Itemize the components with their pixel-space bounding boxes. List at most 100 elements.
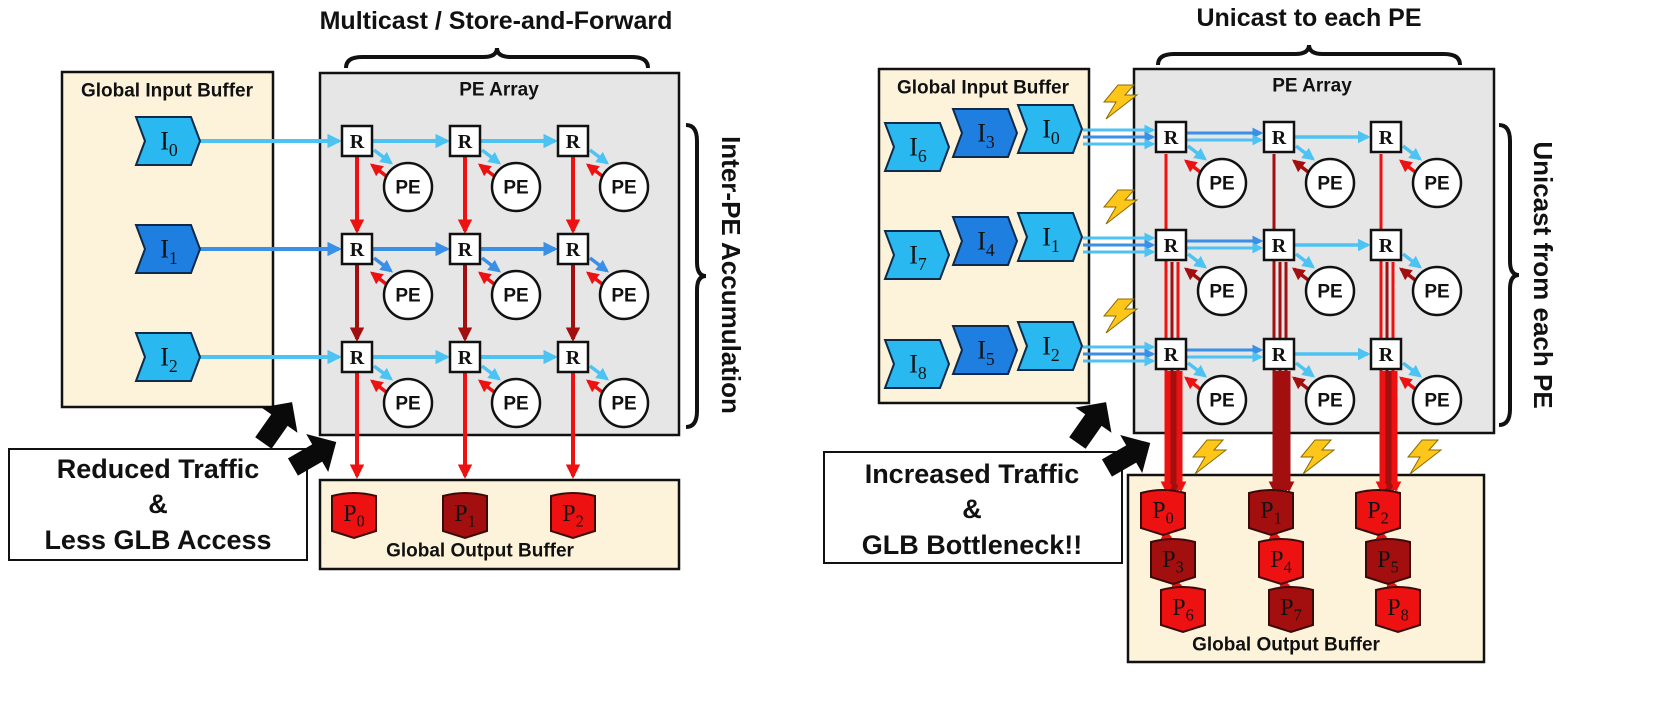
left-input-2-label: I2 bbox=[160, 343, 178, 376]
right-input-0-1-label-subscript: 3 bbox=[986, 132, 995, 152]
right-out-link-1-1 bbox=[1279, 578, 1292, 589]
left-output-1-label: P1 bbox=[454, 501, 476, 531]
left-input-1-label-subscript: 1 bbox=[169, 248, 178, 268]
right-input-buffer-label: Global Input Buffer bbox=[897, 78, 1070, 99]
left-output-1 bbox=[442, 492, 488, 540]
right-output-0-1 bbox=[1248, 489, 1294, 537]
left-pe-1-2-label: PE bbox=[611, 286, 636, 307]
left-input-1-label: I1 bbox=[160, 235, 178, 268]
right-pe-array-label: PE Array bbox=[1272, 76, 1352, 97]
right-output-0-1-label-subscript: 1 bbox=[1274, 509, 1282, 528]
right-output-0-0-label-letter: P bbox=[1152, 498, 1165, 524]
right-top-brace bbox=[1156, 44, 1462, 66]
right-output-2-2-label-subscript: 8 bbox=[1401, 606, 1409, 625]
left-output-0 bbox=[331, 492, 377, 540]
right-router-0-0-label: R bbox=[1164, 127, 1179, 149]
right-router-2-1-label: R bbox=[1272, 344, 1287, 366]
left-note-line-1: & bbox=[148, 489, 168, 519]
right-output-0-1-label: P1 bbox=[1260, 498, 1282, 528]
right-note-line-0: Increased Traffic bbox=[865, 459, 1080, 489]
right-deliver-0-2 bbox=[1401, 144, 1423, 161]
left-router-2-0-label: R bbox=[350, 347, 365, 369]
right-input-1-2-label-letter: I bbox=[1042, 223, 1051, 252]
left-input-0-label-subscript: 0 bbox=[169, 140, 178, 160]
right-input-0-2-label: I0 bbox=[1042, 115, 1060, 148]
left-title: Multicast / Store-and-Forward bbox=[320, 7, 673, 35]
left-pe-1-1-label: PE bbox=[503, 286, 528, 307]
left-pe-1-2 bbox=[598, 269, 650, 321]
right-output-1-0-label: P3 bbox=[1162, 547, 1184, 577]
right-output-1-0-label-letter: P bbox=[1162, 547, 1175, 573]
right-input-2-0-label-letter: I bbox=[909, 350, 918, 379]
right-deliver-1-0 bbox=[1186, 252, 1208, 269]
left-pe-2-2-label: PE bbox=[611, 394, 636, 415]
left-router-2-0 bbox=[340, 340, 374, 374]
right-pe-1-1-label: PE bbox=[1317, 282, 1342, 303]
left-router-0-2-label: R bbox=[566, 131, 581, 153]
right-output-2-2-label-letter: P bbox=[1387, 595, 1400, 621]
right-input-0-0-label-letter: I bbox=[909, 133, 918, 162]
right-output-1-2-label-letter: P bbox=[1377, 547, 1390, 573]
left-top-brace bbox=[344, 47, 650, 69]
right-input-2-1-label: I5 bbox=[977, 336, 995, 369]
left-deliver-1-1 bbox=[480, 256, 502, 273]
right-note-arrow-up bbox=[1069, 402, 1112, 449]
right-deliver-0-0 bbox=[1186, 144, 1208, 161]
right-deliver-1-1 bbox=[1294, 252, 1316, 269]
left-output-2 bbox=[550, 492, 596, 540]
left-deliver-2-0 bbox=[372, 364, 394, 381]
right-input-0-0-label: I6 bbox=[909, 133, 927, 166]
left-deliver-0-1 bbox=[480, 148, 502, 165]
right-input-2-0-label-subscript: 8 bbox=[918, 363, 927, 383]
left-input-2-label-letter: I bbox=[160, 343, 169, 372]
right-router-1-1-label: R bbox=[1272, 235, 1287, 257]
right-router-2-0 bbox=[1154, 337, 1188, 371]
right-router-2-0-label: R bbox=[1164, 344, 1179, 366]
right-input-0-1-label-letter: I bbox=[977, 119, 986, 148]
left-pe-2-0-label: PE bbox=[395, 394, 420, 415]
right-deliver-2-2 bbox=[1401, 361, 1423, 378]
right-output-2-2-label: P8 bbox=[1387, 595, 1409, 625]
left-input-0-label-letter: I bbox=[160, 127, 169, 156]
right-pe-2-0 bbox=[1196, 374, 1248, 426]
left-input-buffer-label: Global Input Buffer bbox=[81, 81, 254, 102]
right-router-0-1 bbox=[1262, 120, 1296, 154]
left-output-buffer bbox=[318, 478, 681, 571]
left-note-arrow-right bbox=[287, 433, 337, 476]
left-router-0-0 bbox=[340, 124, 374, 158]
right-pe-0-1 bbox=[1304, 157, 1356, 209]
right-input-1-0-label: I7 bbox=[909, 241, 927, 274]
left-router-0-2 bbox=[556, 124, 590, 158]
right-output-1-0 bbox=[1150, 538, 1196, 586]
right-input-2-2-label-letter: I bbox=[1042, 332, 1051, 361]
left-router-1-1 bbox=[448, 232, 482, 266]
right-pe-0-0 bbox=[1196, 157, 1248, 209]
left-output-0-label-subscript: 0 bbox=[357, 512, 365, 531]
left-deliver-0-2 bbox=[588, 148, 610, 165]
left-pe-array-label: PE Array bbox=[459, 80, 539, 101]
right-input-1-1-label-subscript: 4 bbox=[986, 240, 995, 260]
right-bolt-input-0 bbox=[1102, 84, 1139, 120]
left-input-0-label: I0 bbox=[160, 127, 178, 160]
right-input-0-0 bbox=[883, 122, 951, 172]
right-input-1-2 bbox=[1016, 212, 1084, 262]
right-input-1-2-label-subscript: 1 bbox=[1051, 236, 1060, 256]
right-pe-2-0-label: PE bbox=[1209, 391, 1234, 412]
right-note-line-1: & bbox=[962, 494, 982, 524]
right-output-2-1-label-letter: P bbox=[1280, 595, 1293, 621]
right-output-1-0-label-subscript: 3 bbox=[1176, 558, 1184, 577]
right-bolt-input-1 bbox=[1102, 189, 1139, 225]
left-note-arrow-up bbox=[255, 402, 298, 449]
right-input-0-2-label-letter: I bbox=[1042, 115, 1051, 144]
right-output-0-2-label-subscript: 2 bbox=[1381, 509, 1389, 528]
left-pe-0-0 bbox=[382, 161, 434, 213]
left-output-buffer-label: Global Output Buffer bbox=[386, 541, 574, 562]
left-output-1-label-subscript: 1 bbox=[468, 512, 476, 531]
left-pe-0-2-label: PE bbox=[611, 178, 636, 199]
left-output-2-label: P2 bbox=[562, 501, 584, 531]
right-title: Unicast to each PE bbox=[1196, 4, 1421, 32]
right-input-0-2 bbox=[1016, 104, 1084, 154]
right-output-2-1 bbox=[1268, 586, 1314, 634]
right-input-1-0-label-subscript: 7 bbox=[918, 254, 927, 274]
